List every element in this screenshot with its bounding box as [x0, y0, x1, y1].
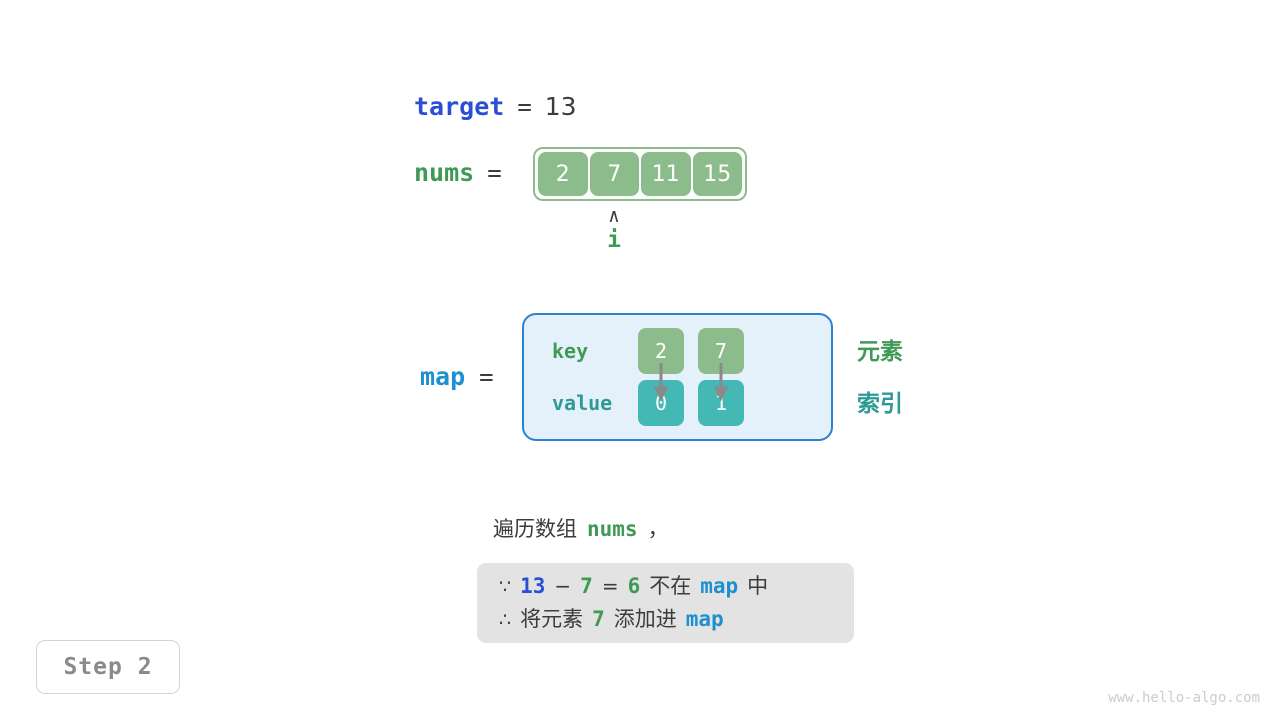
- explanation-code-map-2: map: [685, 607, 724, 631]
- therefore-symbol-icon: ∴: [499, 609, 512, 631]
- nums-array-container: 2 7 11 15: [533, 147, 747, 201]
- annotation-element: 元素: [857, 339, 903, 365]
- pointer-label: i: [607, 227, 621, 253]
- caption-suffix: ，: [647, 517, 669, 541]
- target-variable-row: target = 13: [414, 92, 577, 121]
- explanation-text-addinto: 添加进: [613, 607, 677, 631]
- map-value-cells: 0 1: [638, 380, 744, 426]
- explanation-result-value: 6: [627, 574, 641, 598]
- explanation-box: ∵ 13 − 7 = 6 不在 map 中 ∴ 将元素 7 添加进 map: [477, 563, 854, 643]
- caption-code-nums: nums: [587, 517, 638, 541]
- explanation-text-notin: 不在: [649, 574, 692, 598]
- map-rows: key 2 7 value 0 1: [524, 315, 831, 439]
- explanation-added-value: 7: [592, 607, 605, 631]
- map-equals-sign: =: [479, 363, 494, 391]
- target-variable-name: target: [414, 92, 505, 121]
- caption-prefix: 遍历数组: [493, 517, 577, 541]
- explanation-current-value: 7: [580, 574, 593, 598]
- because-symbol-icon: ∵: [499, 576, 512, 598]
- array-cell: 11: [641, 152, 691, 196]
- nums-equals-sign: =: [487, 158, 502, 187]
- map-container: key 2 7 value 0 1: [522, 313, 833, 441]
- map-value-row: value 0 1: [552, 380, 831, 426]
- minus-operator: −: [554, 574, 572, 598]
- step-badge: Step 2: [36, 640, 180, 694]
- map-value-cell: 0: [638, 380, 684, 426]
- explanation-line-2: ∴ 将元素 7 添加进 map: [499, 604, 832, 635]
- array-cell: 2: [538, 152, 588, 196]
- explanation-code-map: map: [700, 574, 739, 598]
- explanation-target-value: 13: [520, 574, 546, 598]
- index-pointer: ∧ i: [589, 207, 639, 255]
- array-cell: 15: [692, 152, 742, 196]
- pointer-caret-icon: ∧: [608, 205, 620, 227]
- map-key-cells: 2 7: [638, 328, 744, 374]
- array-cell: 7: [589, 152, 639, 196]
- equals-operator: =: [601, 574, 619, 598]
- map-variable-name: map: [420, 362, 466, 391]
- map-key-cell: 7: [698, 328, 744, 374]
- map-value-cell: 1: [698, 380, 744, 426]
- caption-text: 遍历数组 nums ，: [493, 513, 669, 543]
- map-key-cell: 2: [638, 328, 684, 374]
- target-equals-sign: =: [517, 93, 532, 121]
- explanation-text-in: 中: [747, 574, 769, 598]
- map-value-label: value: [552, 391, 613, 415]
- explanation-text-add-element: 将元素: [520, 607, 584, 631]
- annotation-index: 索引: [857, 391, 903, 417]
- map-key-row: key 2 7: [552, 328, 831, 374]
- nums-variable-row: nums =: [414, 158, 502, 187]
- target-value: 13: [544, 92, 577, 121]
- watermark: www.hello-algo.com: [1108, 690, 1260, 706]
- map-side-annotations: 元素 索引: [857, 334, 903, 422]
- map-variable-row: map =: [420, 362, 494, 391]
- nums-variable-name: nums: [414, 158, 475, 187]
- map-key-label: key: [552, 339, 589, 363]
- explanation-line-1: ∵ 13 − 7 = 6 不在 map 中: [499, 571, 832, 602]
